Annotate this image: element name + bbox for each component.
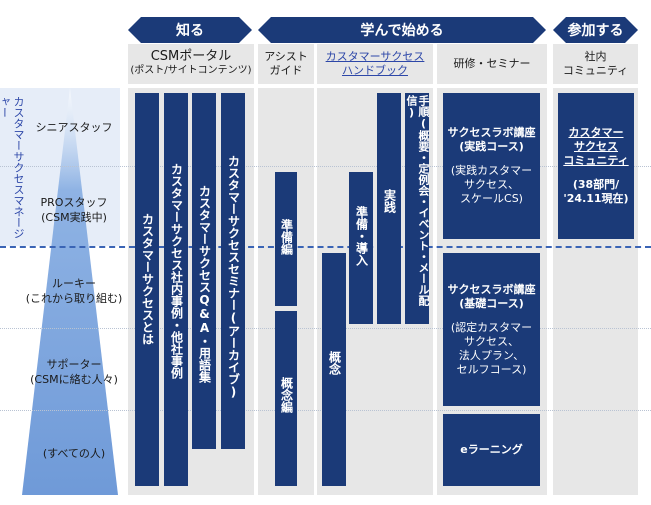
phase-learn-label: 学んで始める (360, 23, 444, 39)
col-assist-line2: ガイド (269, 64, 303, 77)
csm-side-label: カスタマーサクセスマネージャー (0, 96, 25, 239)
row-label-senior: シニアスタッフ (8, 120, 140, 135)
basic-desc-line2: サクセス、 (464, 334, 519, 348)
portal-bar-qa[interactable]: カスタマーサクセスQ&A・用語集 (192, 93, 216, 449)
assist-bar-preparation[interactable]: 準備編 (275, 172, 297, 306)
col-portal-title: CSMポータル (150, 49, 232, 64)
basic-title-line2: (基礎コース) (459, 296, 524, 310)
phase-learn: 学んで始める (258, 17, 546, 43)
phase-know: 知る (128, 17, 252, 43)
assist-preparation-text: 準備編 (279, 219, 294, 255)
elearning-label: eラーニング (460, 443, 523, 456)
csm-divider-dashed (0, 246, 651, 248)
handbook-bar-procedures[interactable]: 手順(概要・定例会・イベント・メール配信) (405, 93, 430, 324)
portal-bar-seminar-text: カスタマーサクセスセミナー(アーカイブ) (226, 155, 241, 399)
row-label-supporter: サポーター (CSMに絡む人々) (8, 357, 140, 387)
col-training-label: 研修・セミナー (453, 57, 531, 70)
basic-desc-line3: 法人プラン、 (458, 348, 525, 362)
row-label-rookie: ルーキー (これから取り組む) (8, 276, 140, 306)
portal-bar-what-is[interactable]: カスタマーサクセスとは (135, 93, 159, 486)
pyramid-shape (22, 88, 118, 495)
training-box-basic[interactable]: サクセスラボ講座 (基礎コース) (認定カスタマー サクセス、 法人プラン、 セ… (443, 253, 540, 406)
phase-join: 参加する (553, 17, 638, 43)
col-community-line1: 社内 (584, 50, 607, 63)
col-header-community: 社内 コミュニティ (553, 44, 638, 84)
row-divider-1 (0, 166, 651, 167)
col-header-assist: アシスト ガイド (258, 44, 314, 84)
practice-desc-line3: スケールCS) (460, 192, 523, 205)
handbook-bar-concept[interactable]: 概念 (322, 253, 346, 486)
practice-title-line2: (実践コース) (459, 140, 524, 153)
row-everyone-text: (すべての人) (42, 447, 106, 460)
community-desc-line2: '24.11現在) (563, 192, 629, 205)
col-header-handbook[interactable]: カスタマーサクセス ハンドブック (317, 44, 433, 84)
assist-bar-concept[interactable]: 概念編 (275, 311, 297, 486)
col-header-portal: CSMポータル (ポスト/サイトコンテンツ) (128, 44, 254, 84)
community-title-line3[interactable]: コミュニティ (563, 154, 629, 167)
row-label-pro: PROスタッフ (CSM実践中) (8, 195, 140, 225)
basic-title-line1: サクセスラボ講座 (447, 282, 536, 296)
row-rookie-line1: ルーキー (52, 277, 96, 290)
handbook-bar-practice[interactable]: 実践 (377, 93, 401, 324)
handbook-procedures-text: 手順(概要・定例会・イベント・メール配信) (405, 95, 430, 306)
community-box[interactable]: カスタマー サクセス コミュニティ (38部門/ '24.11現在) (558, 93, 634, 239)
handbook-practice-text: 実践 (382, 189, 397, 213)
basic-desc-line1: (認定カスタマー (450, 320, 533, 334)
portal-bar-cases[interactable]: カスタマーサクセス社内事例・他社事例 (164, 93, 188, 486)
col-handbook-line1[interactable]: カスタマーサクセス (325, 50, 425, 63)
col-portal-sub: (ポスト/サイトコンテンツ) (130, 65, 252, 76)
row-label-everyone: (すべての人) (8, 446, 140, 461)
row-rookie-line2: (これから取り組む) (25, 292, 123, 305)
community-title-line1[interactable]: カスタマー (568, 126, 624, 139)
portal-bar-what-is-text: カスタマーサクセスとは (140, 213, 155, 345)
portal-bar-seminar[interactable]: カスタマーサクセスセミナー(アーカイブ) (221, 93, 245, 449)
phase-join-label: 参加する (567, 23, 624, 39)
row-supporter-line2: (CSMに絡む人々) (30, 373, 118, 386)
community-desc-line1: (38部門/ (572, 178, 620, 191)
community-title-line2[interactable]: サクセス (574, 140, 618, 153)
row-senior-text: シニアスタッフ (35, 121, 113, 134)
training-box-elearning[interactable]: eラーニング (443, 414, 540, 486)
row-supporter-line1: サポーター (46, 358, 102, 371)
handbook-concept-text: 概念 (327, 351, 342, 375)
practice-desc-line1: (実践カスタマー (450, 164, 533, 177)
row-pro-line1: PROスタッフ (40, 196, 108, 209)
portal-bar-cases-text: カスタマーサクセス社内事例・他社事例 (169, 163, 184, 379)
handbook-prep-intro-text: 準備・導入 (354, 206, 369, 266)
row-pro-line2: (CSM実践中) (41, 211, 107, 224)
practice-title-line1: サクセスラボ講座 (447, 126, 536, 139)
col-header-training: 研修・セミナー (437, 44, 547, 84)
portal-bar-qa-text: カスタマーサクセスQ&A・用語集 (197, 185, 212, 383)
assist-concept-text: 概念編 (279, 377, 294, 413)
practice-desc-line2: サクセス、 (464, 178, 519, 191)
col-assist-line1: アシスト (264, 50, 308, 63)
basic-desc-line4: セルフコース) (456, 362, 527, 376)
phase-know-label: 知る (176, 23, 204, 39)
col-handbook-line2[interactable]: ハンドブック (342, 64, 408, 77)
handbook-bar-prep-intro[interactable]: 準備・導入 (349, 172, 373, 324)
col-community-line2: コミュニティ (562, 64, 629, 77)
training-box-practice[interactable]: サクセスラボ講座 (実践コース) (実践カスタマー サクセス、 スケールCS) (443, 93, 540, 239)
